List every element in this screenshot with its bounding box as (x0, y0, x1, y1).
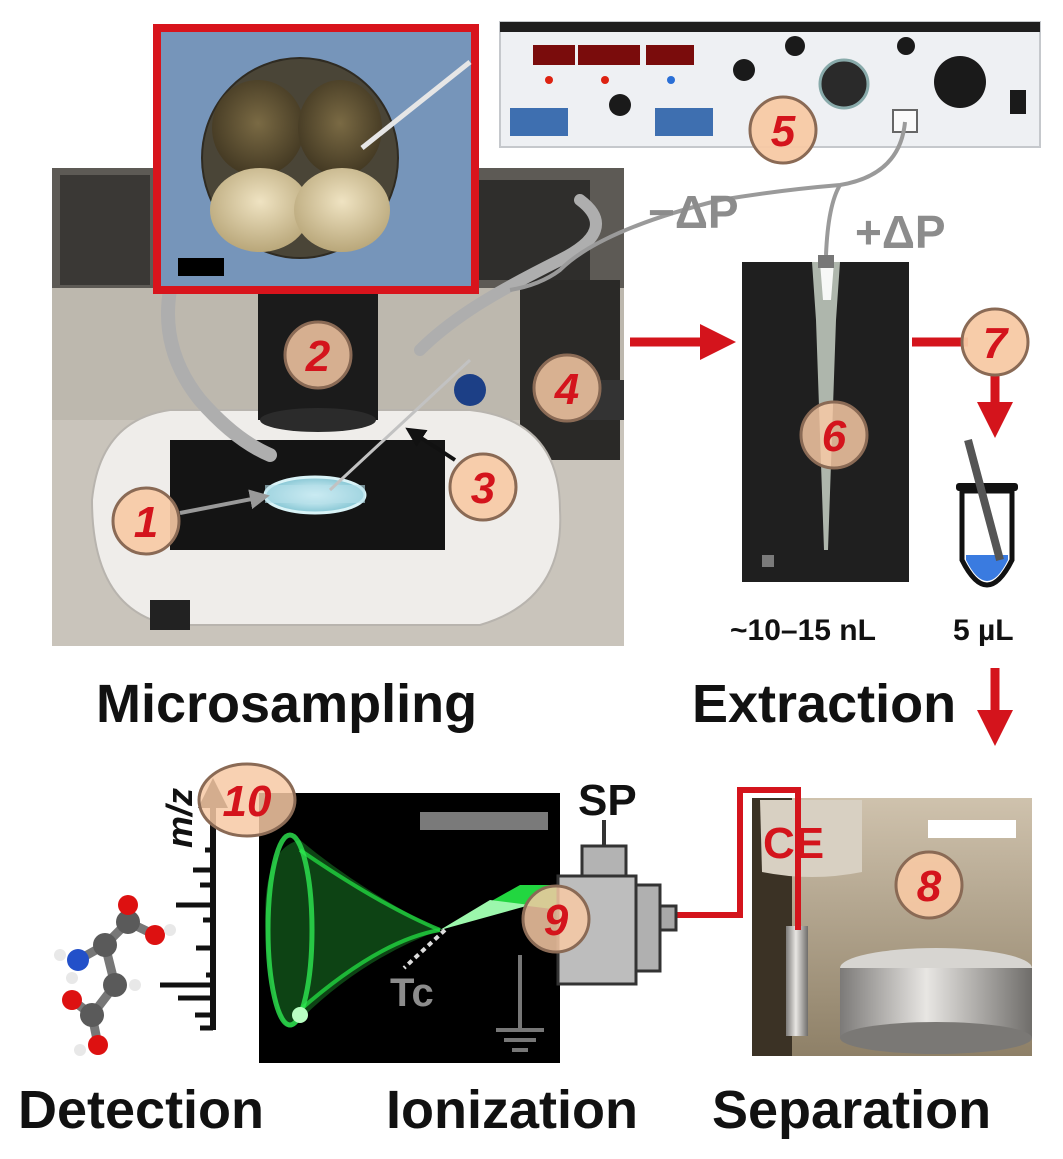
vial-volume: 5 µL (953, 614, 1014, 647)
capillary-volume: ~10–15 nL (730, 614, 876, 647)
step-badge-6: 6 (799, 400, 869, 470)
sp-label: SP (578, 776, 637, 825)
svg-text:6: 6 (822, 412, 847, 461)
svg-text:7: 7 (983, 319, 1010, 368)
step-badge-4: 4 (532, 353, 602, 423)
label-ionization: Ionization (386, 1080, 638, 1140)
step-badge-3: 3 (448, 452, 518, 522)
ionization-photo (259, 793, 560, 1063)
injector-tubing (509, 121, 907, 292)
tc-label: Tc (390, 971, 434, 1015)
svg-text:10: 10 (223, 777, 272, 826)
step-badge-1: 1 (111, 486, 181, 556)
pointer-arrow-1 (179, 489, 270, 515)
svg-text:4: 4 (554, 365, 579, 414)
mz-axis-label: m/z (159, 788, 200, 848)
microscope-photo (52, 168, 624, 646)
label-detection: Detection (18, 1080, 264, 1140)
label-microsampling: Microsampling (96, 674, 477, 734)
label-separation: Separation (712, 1080, 991, 1140)
svg-text:9: 9 (544, 896, 569, 945)
tubing-to-capillary (824, 183, 842, 256)
step-badge-10: 10 (197, 762, 297, 838)
mass-spectrum (160, 778, 228, 1031)
ce-capillary (676, 787, 801, 930)
step-badge-7: 7 (960, 307, 1030, 377)
molecule-model (54, 895, 176, 1056)
svg-text:8: 8 (917, 862, 942, 911)
svg-text:3: 3 (471, 464, 495, 513)
sprayer-device (556, 820, 678, 986)
label-extraction: Extraction (692, 674, 956, 734)
step-badge-5: 5 (748, 95, 818, 165)
minus-dp-label: −ΔP (648, 186, 739, 238)
pointer-arrow-3 (405, 427, 457, 462)
step-badge-8: 8 (894, 850, 964, 920)
svg-text:2: 2 (305, 332, 331, 381)
sample-vial (956, 438, 1018, 588)
svg-text:5: 5 (771, 107, 796, 156)
step-badge-9: 9 (521, 884, 591, 954)
ce-label: CE (763, 819, 824, 868)
plus-dp-label: +ΔP (855, 206, 946, 258)
injector-panel (499, 21, 1041, 148)
svg-text:1: 1 (134, 498, 158, 547)
step-badge-2: 2 (283, 320, 353, 390)
embryo-inset (153, 24, 479, 294)
